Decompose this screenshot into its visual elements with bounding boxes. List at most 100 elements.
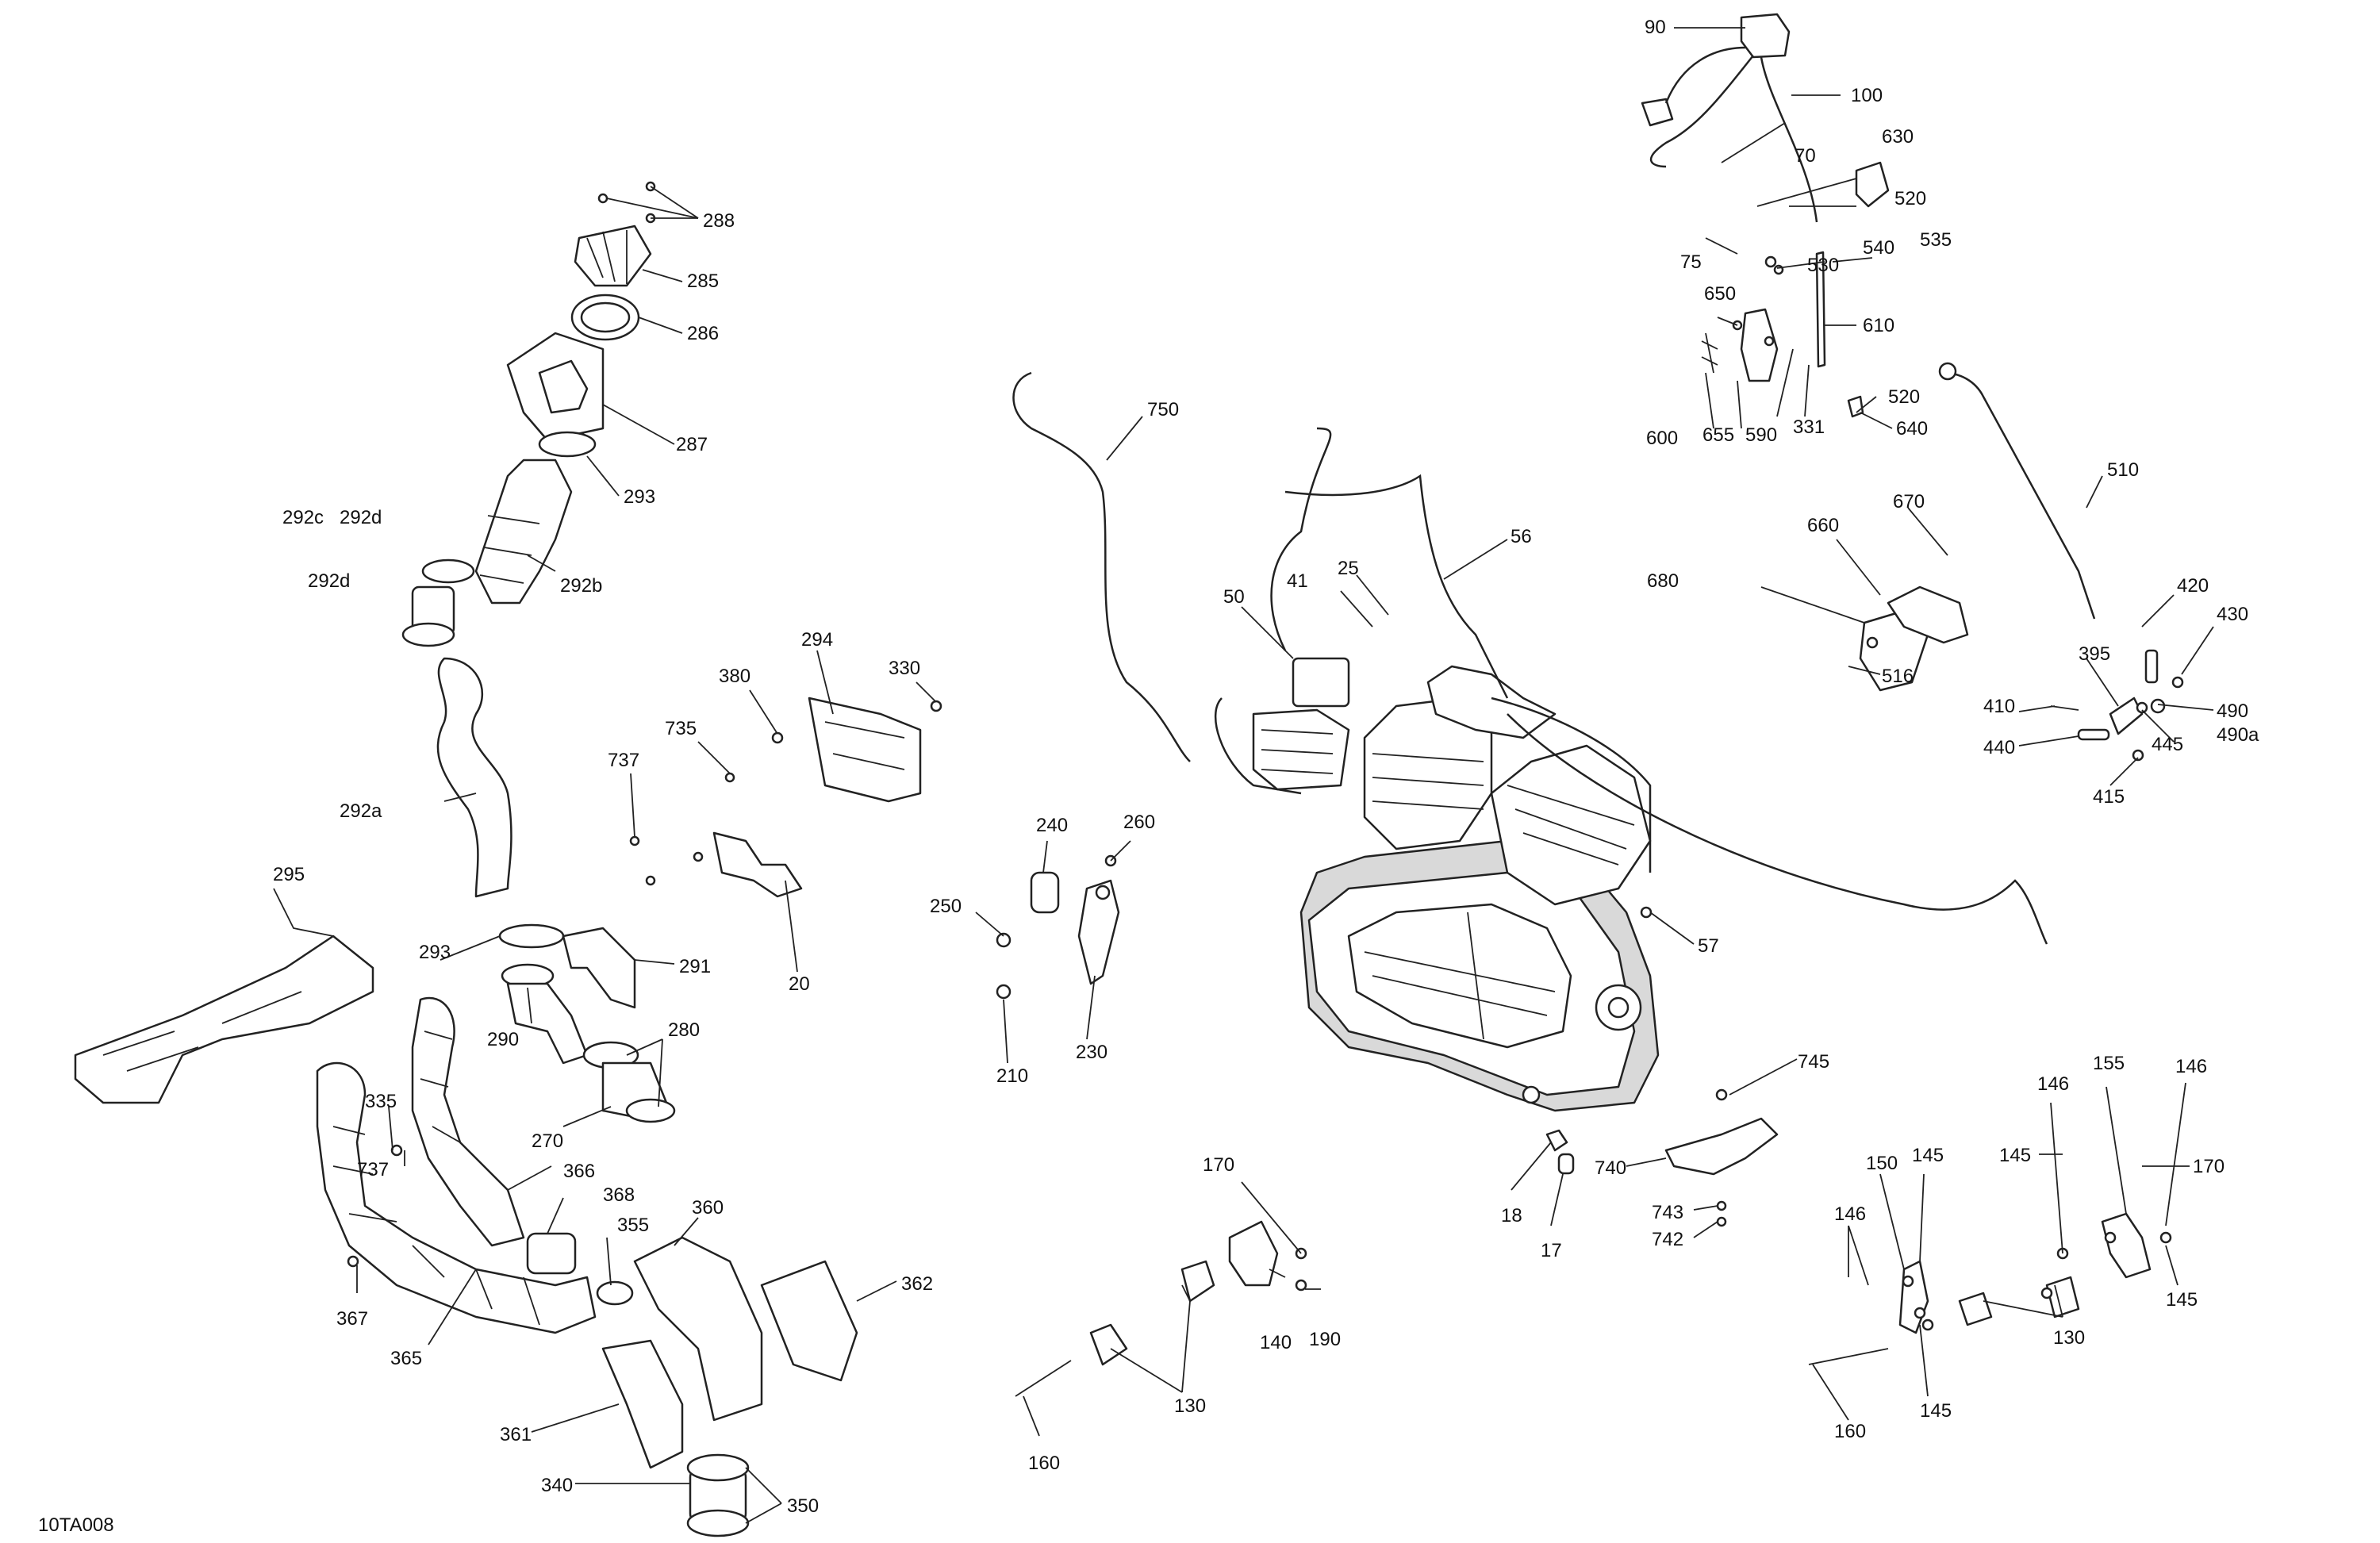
callout-25: 25 bbox=[1338, 558, 1359, 579]
callout-362: 362 bbox=[901, 1273, 933, 1295]
callout-640: 640 bbox=[1896, 418, 1928, 439]
callout-240: 240 bbox=[1036, 815, 1068, 836]
callout-146: 146 bbox=[2037, 1073, 2069, 1095]
callout-430: 430 bbox=[2217, 604, 2248, 625]
callout-230: 230 bbox=[1076, 1042, 1107, 1063]
rod-510 bbox=[1938, 362, 2096, 620]
callout-361: 361 bbox=[500, 1424, 532, 1445]
callout-350: 350 bbox=[787, 1495, 819, 1517]
leader-lines bbox=[273, 27, 2214, 1524]
callout-56: 56 bbox=[1511, 526, 1532, 547]
callout-100: 100 bbox=[1851, 85, 1883, 106]
callout-610: 610 bbox=[1863, 315, 1894, 336]
callout-680: 680 bbox=[1647, 570, 1679, 592]
callout-291: 291 bbox=[679, 956, 711, 977]
callout-743: 743 bbox=[1652, 1202, 1683, 1223]
callout-210: 210 bbox=[996, 1065, 1028, 1087]
cover-285 bbox=[574, 225, 652, 287]
ecu-module bbox=[1292, 657, 1350, 708]
callout-516: 516 bbox=[1882, 666, 1914, 687]
knob-630 bbox=[1855, 161, 1890, 208]
callout-292b: 292b bbox=[560, 575, 602, 597]
callout-420: 420 bbox=[2177, 575, 2209, 597]
callout-294: 294 bbox=[801, 629, 833, 651]
callout-146c: 146 bbox=[1834, 1203, 1866, 1225]
callout-286: 286 bbox=[687, 323, 719, 344]
callout-365: 365 bbox=[390, 1348, 422, 1369]
callout-250: 250 bbox=[930, 896, 962, 917]
callout-75: 75 bbox=[1680, 251, 1702, 273]
callout-380: 380 bbox=[719, 666, 750, 687]
harness-750 bbox=[1012, 371, 1191, 762]
callout-170: 170 bbox=[1203, 1154, 1234, 1176]
callout-130: 130 bbox=[1174, 1395, 1206, 1417]
callout-293b: 293 bbox=[419, 942, 451, 963]
callout-655: 655 bbox=[1702, 424, 1734, 446]
duct-292a bbox=[436, 657, 512, 898]
callout-190: 190 bbox=[1309, 1329, 1341, 1350]
callout-145: 145 bbox=[1999, 1145, 2031, 1166]
brackets-294-20 bbox=[629, 697, 942, 898]
callout-530: 530 bbox=[1807, 255, 1839, 276]
callout-650: 650 bbox=[1704, 283, 1736, 305]
callout-160b: 160 bbox=[1834, 1421, 1866, 1442]
linkage-395 bbox=[2050, 649, 2184, 762]
callout-490a: 490a bbox=[2217, 724, 2259, 746]
callout-145c: 145 bbox=[2166, 1289, 2198, 1311]
callout-293: 293 bbox=[624, 486, 655, 508]
callout-410: 410 bbox=[1983, 696, 2015, 717]
callout-57: 57 bbox=[1698, 935, 1719, 957]
duct-292b bbox=[474, 459, 573, 605]
callout-490: 490 bbox=[2217, 700, 2248, 722]
callout-331: 331 bbox=[1793, 416, 1825, 438]
callout-660: 660 bbox=[1807, 515, 1839, 536]
callout-740: 740 bbox=[1595, 1157, 1626, 1179]
bracket-740 bbox=[1545, 1088, 1779, 1227]
callout-368: 368 bbox=[603, 1184, 635, 1206]
callout-335: 335 bbox=[365, 1091, 397, 1112]
callout-395: 395 bbox=[2079, 643, 2110, 665]
callout-140: 140 bbox=[1260, 1332, 1292, 1353]
callout-355: 355 bbox=[617, 1215, 649, 1236]
callout-540: 540 bbox=[1863, 237, 1894, 259]
engine-mount-230 bbox=[996, 854, 1653, 1000]
callout-366: 366 bbox=[563, 1161, 595, 1182]
callout-510: 510 bbox=[2107, 459, 2139, 481]
bracket-660-680 bbox=[1859, 585, 1969, 692]
callout-70: 70 bbox=[1795, 145, 1816, 167]
callout-520b: 520 bbox=[1888, 386, 1920, 408]
lower-mounts-left bbox=[1015, 1220, 1307, 1397]
callout-737b: 737 bbox=[357, 1159, 389, 1180]
callout-146b: 146 bbox=[2175, 1056, 2207, 1077]
callout-440: 440 bbox=[1983, 737, 2015, 758]
callout-155: 155 bbox=[2093, 1053, 2125, 1074]
throttle-lever bbox=[1740, 13, 1791, 59]
callout-735: 735 bbox=[665, 718, 697, 739]
callout-41: 41 bbox=[1287, 570, 1308, 592]
callout-292c: 292c bbox=[282, 507, 324, 528]
callout-145b: 145 bbox=[1912, 1145, 1944, 1166]
callout-415: 415 bbox=[2093, 786, 2125, 808]
callout-330: 330 bbox=[889, 658, 920, 679]
skid-plate-295 bbox=[74, 935, 374, 1104]
air-intake bbox=[401, 181, 656, 898]
exhaust-assembly bbox=[316, 996, 858, 1537]
ducts-290-291 bbox=[498, 923, 676, 1123]
callout-285: 285 bbox=[687, 271, 719, 292]
callout-630: 630 bbox=[1882, 126, 1914, 148]
callout-535: 535 bbox=[1920, 229, 1952, 251]
callout-50: 50 bbox=[1223, 586, 1245, 608]
callout-170b: 170 bbox=[2193, 1156, 2225, 1177]
callout-292d: 292d bbox=[340, 507, 382, 528]
callout-labels: 90 100 70 630 520 75 530 540 535 650 610… bbox=[38, 17, 2259, 1536]
callout-18: 18 bbox=[1501, 1205, 1522, 1226]
callout-670: 670 bbox=[1893, 491, 1925, 512]
callout-20: 20 bbox=[789, 973, 810, 995]
callout-17: 17 bbox=[1541, 1240, 1562, 1261]
callout-270: 270 bbox=[532, 1130, 563, 1152]
callout-292d-2: 292d bbox=[308, 570, 350, 592]
callout-145d: 145 bbox=[1920, 1400, 1952, 1422]
callout-445: 445 bbox=[2152, 734, 2183, 755]
callout-288: 288 bbox=[703, 210, 735, 232]
